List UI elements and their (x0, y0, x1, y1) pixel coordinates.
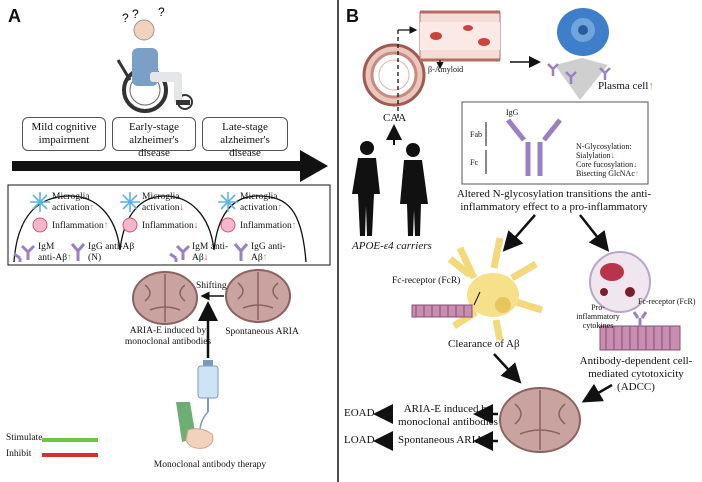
aria-induced-label-b: ARIA-E induced by monoclonal antibodies (398, 403, 498, 428)
eoad-label: EOAD (344, 407, 375, 419)
pro-inflammatory-label: Pro-inflammatory cytokines (576, 303, 620, 330)
inflammation-label-right: Inflammation↑ (240, 221, 297, 231)
elderly-wheelchair-icon: ? ? ? (116, 5, 193, 113)
caa-label: CAA (383, 112, 407, 124)
fc-receptor-right-label: Fc-receptor (FcR) (638, 297, 696, 306)
panel-b-letter: B (346, 6, 359, 26)
core-fucosylation-label: Core fucosylation↓ (576, 160, 638, 169)
igm-label-right: IgM anti-Aβ↓ (192, 242, 229, 263)
blood-vessel-icon (419, 10, 501, 62)
beta-amyloid-label: β-Amyloid (428, 65, 464, 74)
microglia-icon (218, 192, 238, 212)
plasma-cell-icon (557, 8, 609, 56)
arrow-clearance-to-brain (493, 353, 522, 384)
microglia-icon (30, 192, 50, 212)
inflammation-icon (122, 217, 138, 233)
microglia-label-left: Microglia activation↑ (52, 192, 95, 213)
curve-box (7, 184, 331, 266)
bisecting-label: Bisecting GlcNAc↑ (576, 169, 639, 178)
igg-icon (233, 243, 249, 261)
igm-label-left: IgM anti-Aβ↑ (38, 242, 72, 263)
svg-text:?: ? (158, 5, 165, 19)
therapy-label: Monoclonal antibody therapy (153, 460, 267, 470)
apoe-label: APOE-ε4 carriers (352, 240, 432, 252)
bound-antibody-icon (632, 311, 648, 326)
sialylation-label: Sialylation↓ (576, 151, 615, 160)
inflammation-icon (32, 217, 48, 233)
glyco-title: N-Glycosylation: (576, 142, 632, 151)
brain-icon (225, 269, 291, 323)
legend-inhibit-label: Inhibit (6, 449, 32, 459)
plasma-cell-label: Plasma cell↑ (598, 80, 654, 92)
igg-label-right: IgG anti-Aβ↑ (251, 242, 286, 263)
antibody-icons (547, 63, 611, 84)
inflammation-icon (220, 217, 236, 233)
microglia-label-mid: Microglia activation↓ (142, 192, 185, 213)
microglia-cell-icon (447, 237, 544, 341)
stage-mild-cognitive-impairment: Mild cognitive impairment (22, 117, 106, 151)
inflammation-label-mid: Inflammation↓ (142, 221, 199, 231)
igg-inset-box (461, 101, 649, 185)
altered-glycosylation-label: Altered N-glycosylation transitions the … (456, 188, 652, 213)
fc-receptor-left-label: Fc-receptor (FcR) (392, 276, 461, 286)
clearance-label: Clearance of Aβ (448, 338, 520, 350)
arrow-to-clearance (502, 214, 536, 252)
panel-a-letter: A (8, 6, 21, 26)
brain-icon (499, 387, 581, 453)
spontaneous-aria-label-a: Spontaneous ARIA (225, 327, 299, 337)
brain-icon (132, 271, 198, 325)
zoom-cone (555, 58, 608, 100)
stage-early-alzheimers: Early-stage alzheimer's disease (112, 117, 196, 159)
adcc-label: Antibody-dependent cell-mediated cytotox… (579, 355, 693, 393)
fab-label: Fab (470, 130, 482, 139)
timeline-arrowhead (300, 150, 328, 182)
stage-late-alzheimers: Late-stage alzheimer's disease (202, 117, 288, 159)
igg-label-left: IgG anti-Aβ (N) (88, 242, 135, 263)
igm-icon (13, 244, 36, 262)
timeline-bar (12, 161, 302, 171)
inflammation-label-left: Inflammation↑ (52, 221, 109, 231)
legend-stimulate-label: Stimulate (6, 433, 43, 443)
shifting-label: Shifting (196, 281, 227, 291)
hand-icon (176, 402, 214, 449)
microglia-icon (120, 192, 140, 212)
target-cell-membrane-icon (599, 325, 681, 351)
spontaneous-aria-label-b: Spontaneous ARIA (398, 434, 484, 446)
nk-cell-icon (589, 251, 651, 313)
svg-text:?: ? (122, 11, 129, 25)
igg-structure-icon (506, 118, 562, 176)
aria-induced-label-a: ARIA-E induced by monoclonal antibodies (124, 326, 212, 347)
load-label: LOAD (344, 434, 375, 446)
amyloid-fibril-icon (411, 304, 473, 318)
igg-icon (70, 243, 86, 261)
microglia-label-right: Microglia activation↑ (240, 192, 283, 213)
fc-label: Fc (470, 158, 478, 167)
arrow-to-adcc (579, 214, 610, 252)
progression-curve (13, 195, 307, 263)
arrow-adcc-to-brain (581, 383, 613, 403)
igg-label: IgG (506, 108, 519, 117)
human-silhouette-icon (352, 141, 428, 236)
iv-bag-icon (197, 360, 219, 441)
blood-vessel-cross-section-icon (362, 43, 426, 107)
svg-text:?: ? (132, 7, 139, 21)
igm-icon (169, 244, 191, 262)
